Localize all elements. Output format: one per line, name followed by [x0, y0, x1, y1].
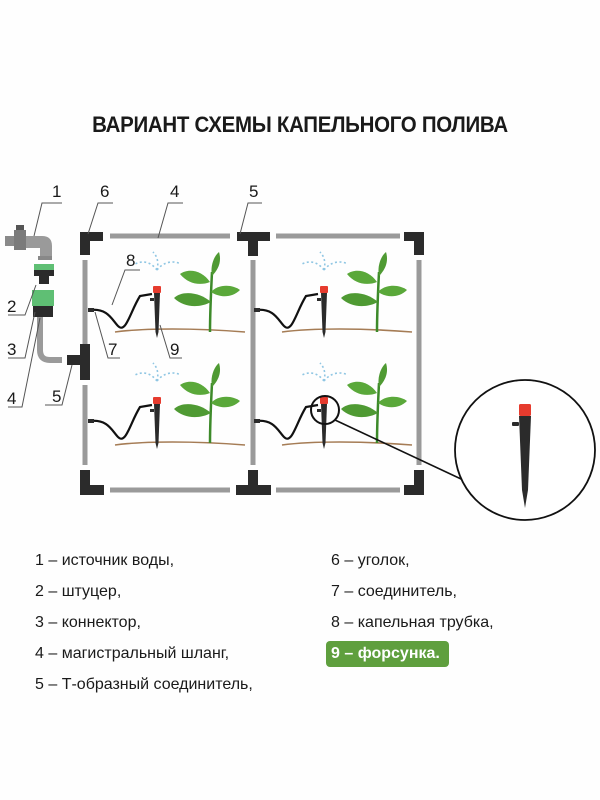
legend-item-2: 2 – штуцер, — [35, 583, 122, 600]
fittings — [67, 232, 424, 495]
callout-6: 6 — [100, 182, 109, 201]
legend-left: 1 – источник воды, 2 – штуцер, 3 – конне… — [35, 545, 253, 700]
main-hose — [37, 233, 422, 493]
legend-item-6: 6 – уголок, — [331, 552, 410, 569]
connector — [32, 290, 54, 317]
legend-right: 6 – уголок, 7 – соединитель, 8 – капельн… — [326, 545, 494, 669]
legend-item-5: 5 – Т-образный соединитель, — [35, 676, 253, 693]
legend-item-1: 1 – источник воды, — [35, 552, 175, 569]
callout-5-top: 5 — [249, 182, 258, 201]
callout-5: 5 — [52, 387, 61, 406]
legend-item-3: 3 – коннектор, — [35, 614, 141, 631]
callout-8: 8 — [126, 251, 135, 270]
callout-9: 9 — [170, 340, 179, 359]
water-source — [5, 225, 52, 260]
legend-item-7: 7 – соединитель, — [331, 583, 457, 600]
bed-top-left — [88, 250, 246, 338]
fitting-adapter — [34, 264, 54, 284]
legend-item-9-highlighted: 9 – форсунка. — [326, 641, 449, 667]
callout-lines — [8, 202, 262, 408]
bed-bottom-left — [88, 361, 246, 449]
page-title: ВАРИАНТ СХЕМЫ КАПЕЛЬНОГО ПОЛИВА — [92, 112, 508, 137]
bed-bottom-right — [254, 361, 413, 449]
callout-3: 3 — [7, 340, 16, 359]
legend-item-8: 8 – капельная трубка, — [331, 614, 494, 631]
legend-item-4: 4 – магистральный шланг, — [35, 645, 230, 662]
callout-7: 7 — [108, 340, 117, 359]
callout-numbers: 1 2 3 4 5 6 4 5 8 7 9 — [7, 182, 258, 408]
callout-2: 2 — [7, 297, 16, 316]
callout-4-top: 4 — [170, 182, 179, 201]
callout-1: 1 — [52, 182, 61, 201]
bed-top-right — [254, 250, 413, 338]
callout-4: 4 — [7, 389, 16, 408]
nozzle-magnified — [334, 379, 596, 521]
